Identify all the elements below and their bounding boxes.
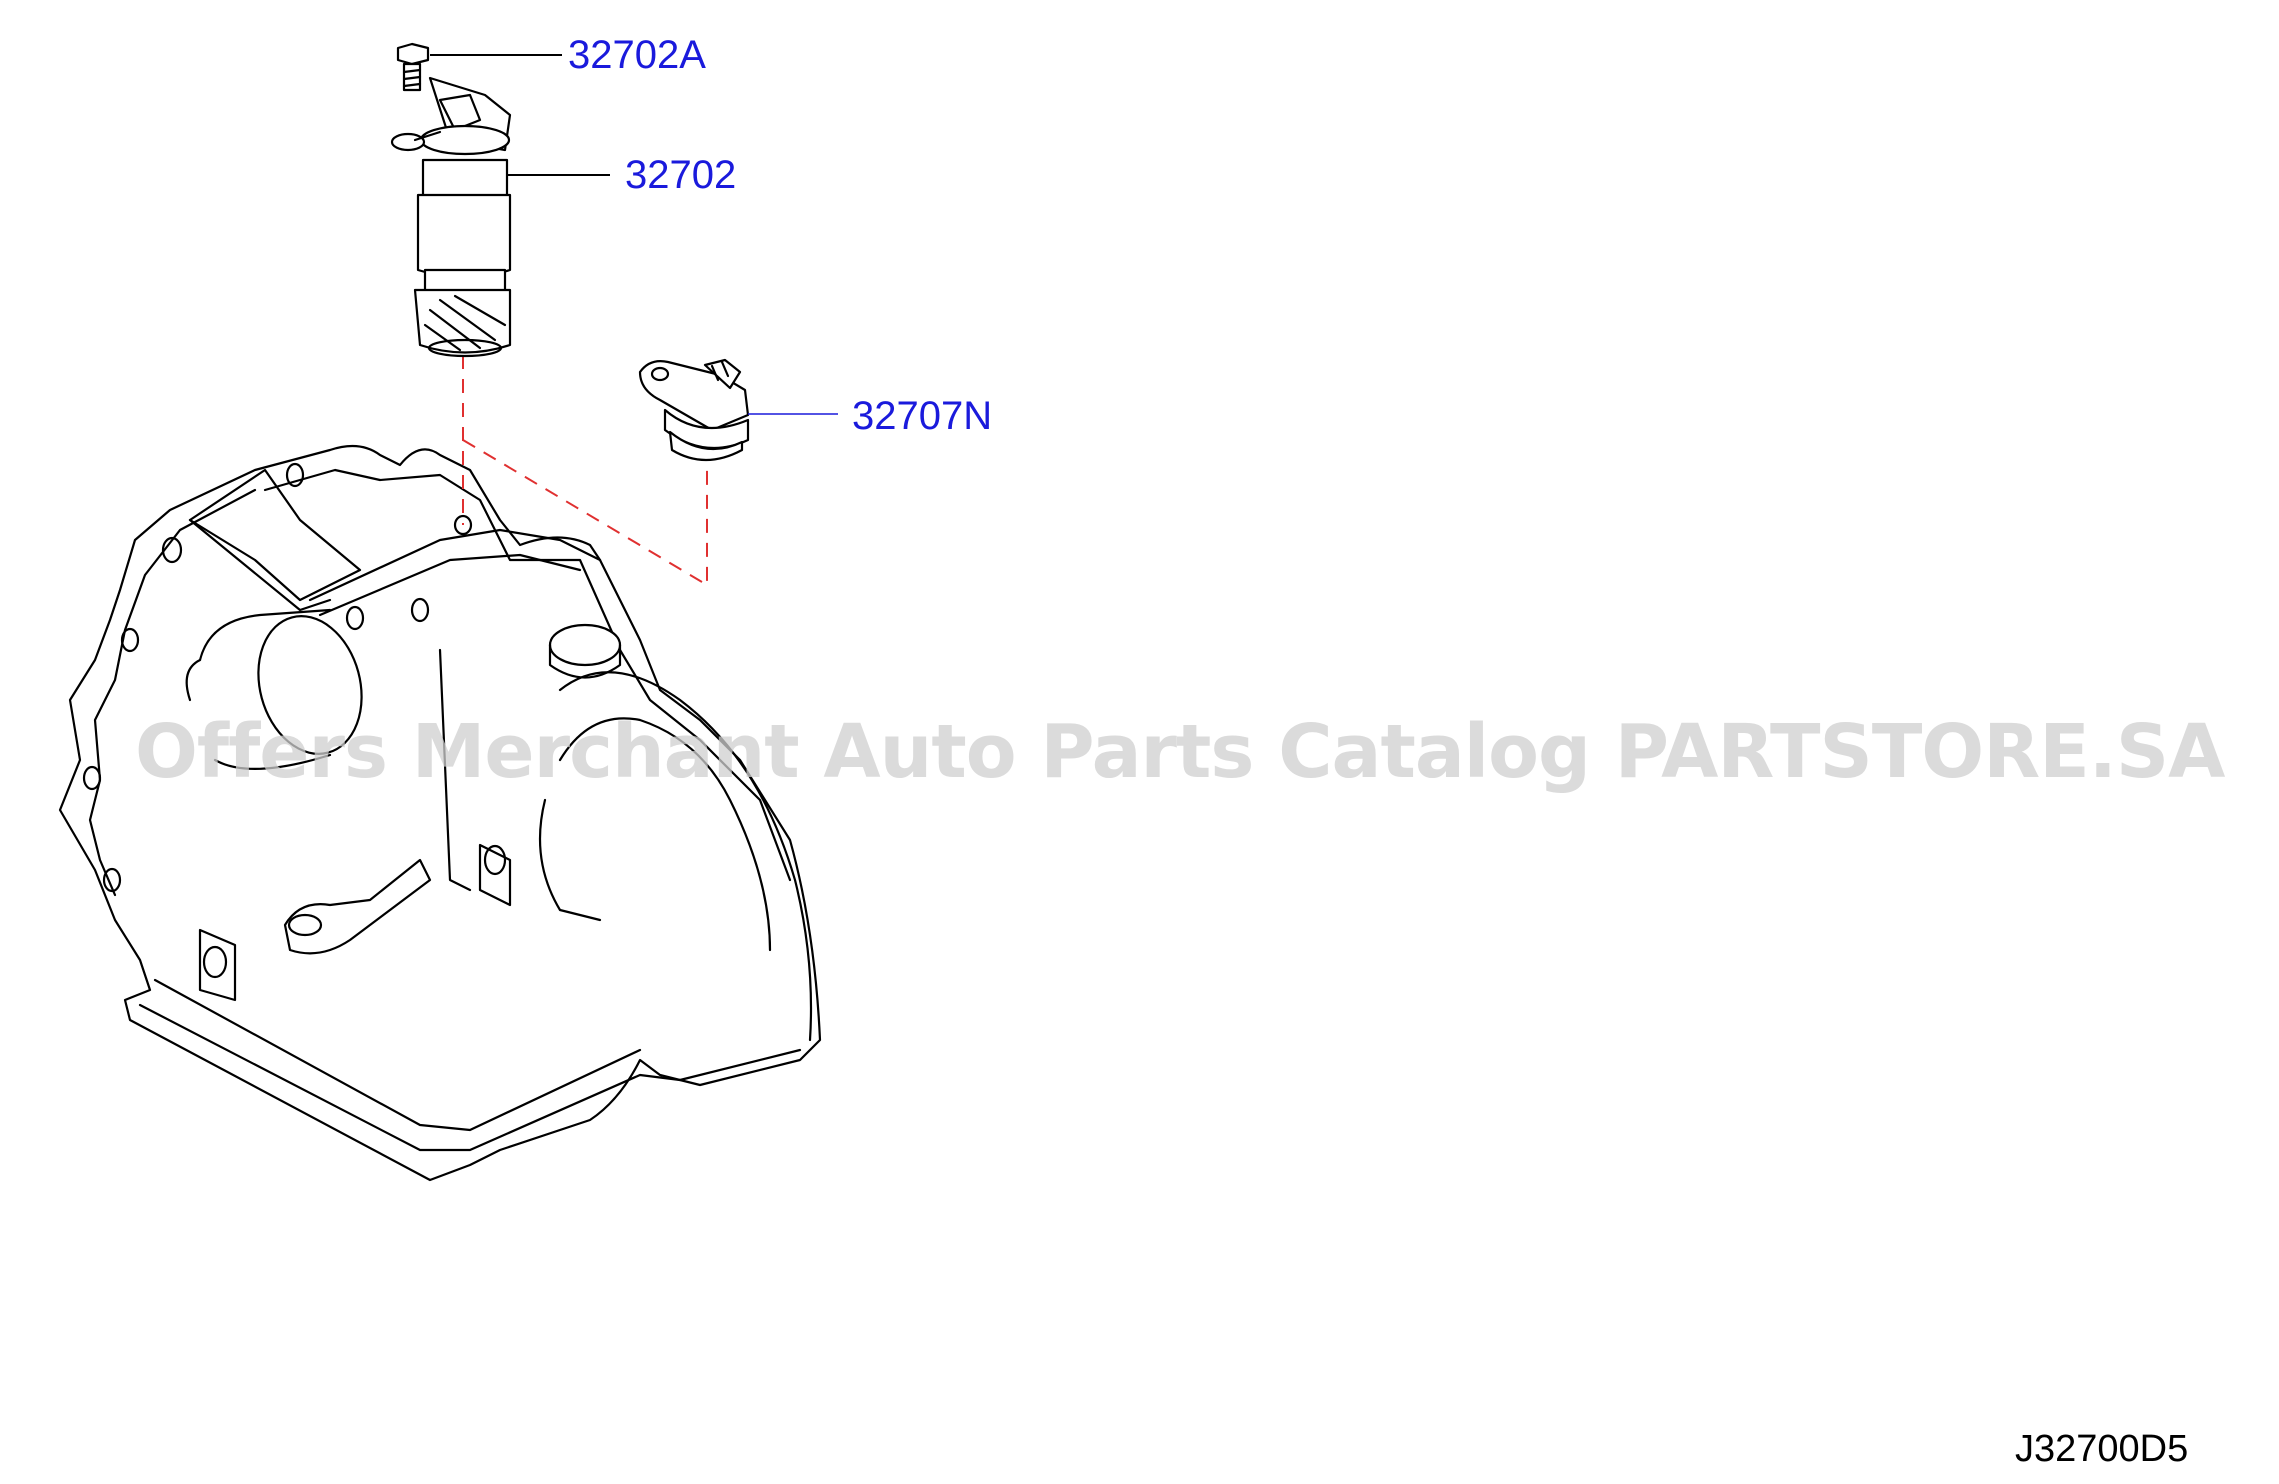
watermark-text: Offers Merchant Auto Parts Catalog PARTS… xyxy=(135,709,2225,795)
leader-lines xyxy=(430,54,838,415)
callout-32702a[interactable]: 32702A xyxy=(568,33,706,77)
transmission-case xyxy=(58,444,822,1182)
assembly-guide-lines xyxy=(462,355,708,587)
callout-32707n[interactable]: 32707N xyxy=(852,394,993,438)
speedometer-sensor-32702 xyxy=(390,76,512,358)
sensor-32707n xyxy=(638,358,750,461)
diagram-code: J32700D5 xyxy=(2015,1428,2189,1470)
bolt-32702a xyxy=(396,42,430,92)
callout-32702[interactable]: 32702 xyxy=(625,153,737,197)
